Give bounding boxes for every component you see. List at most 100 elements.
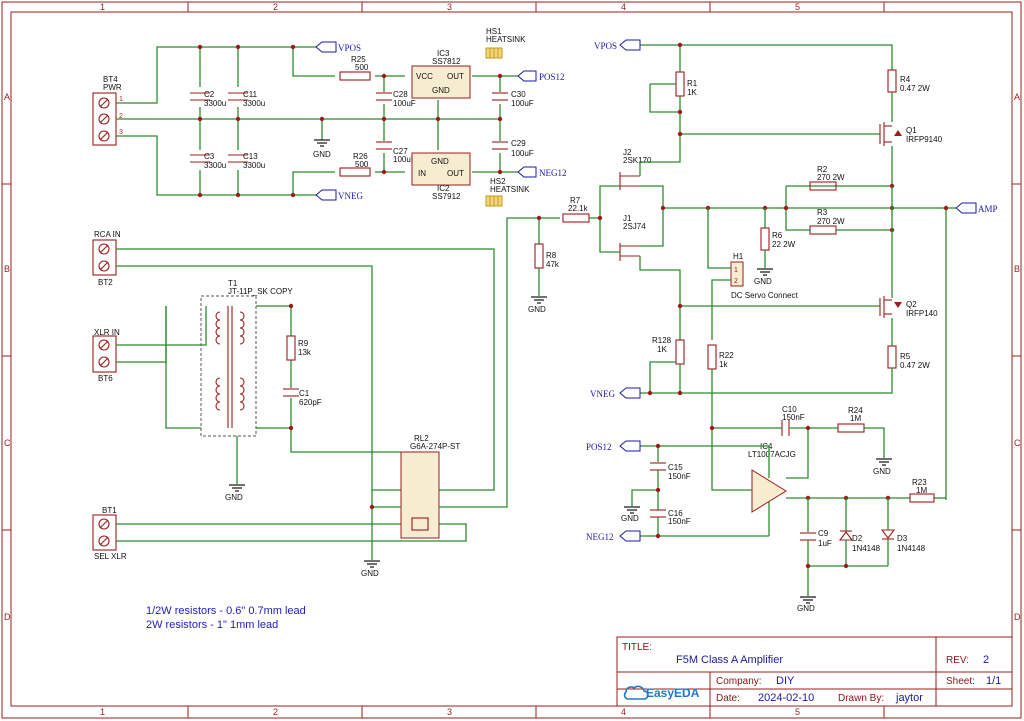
q1-mosfet[interactable]	[879, 122, 902, 146]
c15-capacitor[interactable]	[650, 462, 666, 471]
r24-resistor[interactable]	[837, 423, 865, 433]
c11-value: 3300u	[243, 99, 265, 108]
r2-resistor[interactable]	[809, 181, 837, 191]
c28-capacitor[interactable]	[376, 92, 392, 101]
gnd-label: GND	[754, 277, 772, 286]
c1-capacitor[interactable]	[283, 388, 299, 397]
c27-value: 100uF	[393, 155, 416, 164]
r9-resistor[interactable]	[286, 335, 296, 361]
hs1-heatsink-icon	[485, 47, 503, 59]
d2-value: 1N4148	[852, 544, 881, 553]
r3-ref: R3	[817, 208, 828, 217]
ic3-ref: IC3	[437, 49, 450, 58]
h1-header[interactable]	[730, 261, 744, 287]
gnd-label: GND	[361, 569, 379, 578]
row-label: B	[4, 264, 10, 274]
hs2-heatsink-icon	[485, 195, 503, 207]
bt6-ref: BT6	[98, 374, 113, 383]
bt4-value: PWR	[103, 83, 122, 92]
c10-capacitor[interactable]	[781, 420, 790, 436]
d2-diode[interactable]	[838, 530, 854, 541]
r22-value: 1k	[719, 360, 728, 369]
r25-resistor[interactable]	[339, 71, 371, 81]
r128-potentiometer[interactable]	[675, 339, 685, 365]
r128-ref: R128	[652, 336, 672, 345]
ic3-gnd-pin: GND	[432, 86, 450, 95]
rl2-ref: RL2	[414, 434, 429, 443]
r26-resistor[interactable]	[339, 167, 371, 177]
r5-value: 0.47 2W	[900, 361, 930, 370]
c15-ref: C15	[668, 463, 683, 472]
pin-num: 3	[119, 129, 123, 136]
ground-symbol	[876, 458, 892, 466]
hs2-value: HEATSINK	[490, 185, 530, 194]
date-value: 2024-02-10	[758, 692, 814, 704]
sheet-label: Sheet:	[946, 676, 975, 687]
rl2-relay[interactable]	[400, 451, 440, 539]
ground-symbol	[229, 484, 245, 492]
d3-diode[interactable]	[880, 529, 896, 540]
ic2-in-pin: IN	[418, 169, 426, 178]
company-value: DIY	[776, 675, 795, 687]
amp-label: AMP	[978, 204, 998, 214]
pos12-label: POS12	[539, 72, 565, 82]
r8-resistor[interactable]	[534, 243, 544, 269]
c30-capacitor[interactable]	[492, 92, 508, 101]
q1-ref: Q1	[906, 126, 917, 135]
r4-resistor[interactable]	[887, 69, 897, 93]
row-label: C	[1014, 438, 1021, 448]
ic3-regulator[interactable]	[411, 65, 471, 99]
c3-capacitor[interactable]	[190, 154, 210, 163]
r22-resistor[interactable]	[707, 344, 717, 370]
c2-ref: C2	[204, 90, 215, 99]
title-block: TITLE: F5M Class A Amplifier REV: 2 Comp…	[616, 636, 1013, 707]
r3-value: 270 2W	[817, 217, 845, 226]
r6-resistor[interactable]	[760, 227, 770, 251]
bt6-connector[interactable]	[92, 335, 117, 373]
date-label: Date:	[716, 693, 740, 704]
r7-ref: R7	[570, 196, 581, 205]
c11-capacitor[interactable]	[228, 92, 248, 101]
r5-resistor[interactable]	[887, 345, 897, 369]
c2-capacitor[interactable]	[190, 92, 210, 101]
j2-jfet[interactable]	[619, 172, 640, 190]
r22-ref: R22	[719, 351, 734, 360]
c30-value: 100uF	[511, 99, 534, 108]
bt2-connector[interactable]	[92, 239, 117, 276]
bt1-connector[interactable]	[92, 514, 117, 551]
c3-ref: C3	[204, 152, 215, 161]
vpos-label: VPOS	[594, 41, 617, 51]
r5-ref: R5	[900, 352, 911, 361]
ic4-opamp[interactable]	[751, 469, 787, 513]
c29-capacitor[interactable]	[492, 141, 508, 150]
r1-value: 1K	[687, 88, 697, 97]
q1-value: IRFP9140	[906, 135, 943, 144]
c13-value: 3300u	[243, 161, 265, 170]
ic2-regulator[interactable]	[411, 152, 471, 186]
r9-ref: R9	[298, 339, 309, 348]
bt1-ref: BT1	[102, 506, 117, 515]
c15-value: 150nF	[668, 472, 691, 481]
j1-jfet[interactable]	[619, 243, 640, 261]
input-section: RCA IN BT2 XLR IN BT6 T1 JT-11P_SK COPY …	[92, 217, 560, 578]
r23-resistor[interactable]	[909, 493, 935, 503]
sheet-value: 1/1	[986, 675, 1001, 687]
col-label: 4	[621, 707, 626, 717]
c9-ref: C9	[818, 529, 829, 538]
c13-capacitor[interactable]	[228, 154, 248, 163]
row-label: C	[4, 438, 11, 448]
pos12-net-flag	[517, 70, 537, 82]
t1-transformer[interactable]	[200, 295, 257, 437]
title-label: TITLE:	[622, 642, 652, 653]
svg-text:1: 1	[734, 267, 738, 274]
r7-resistor[interactable]	[562, 213, 590, 223]
r3-resistor[interactable]	[809, 225, 837, 235]
r26-ref: R26	[353, 152, 368, 161]
c27-capacitor[interactable]	[376, 141, 392, 150]
c9-capacitor[interactable]	[800, 532, 816, 541]
c16-capacitor[interactable]	[650, 509, 666, 518]
r1-potentiometer[interactable]	[675, 71, 685, 97]
q2-value: IRFP140	[906, 309, 938, 318]
ic3-vcc-pin: VCC	[416, 72, 433, 81]
q2-mosfet[interactable]	[879, 296, 902, 318]
